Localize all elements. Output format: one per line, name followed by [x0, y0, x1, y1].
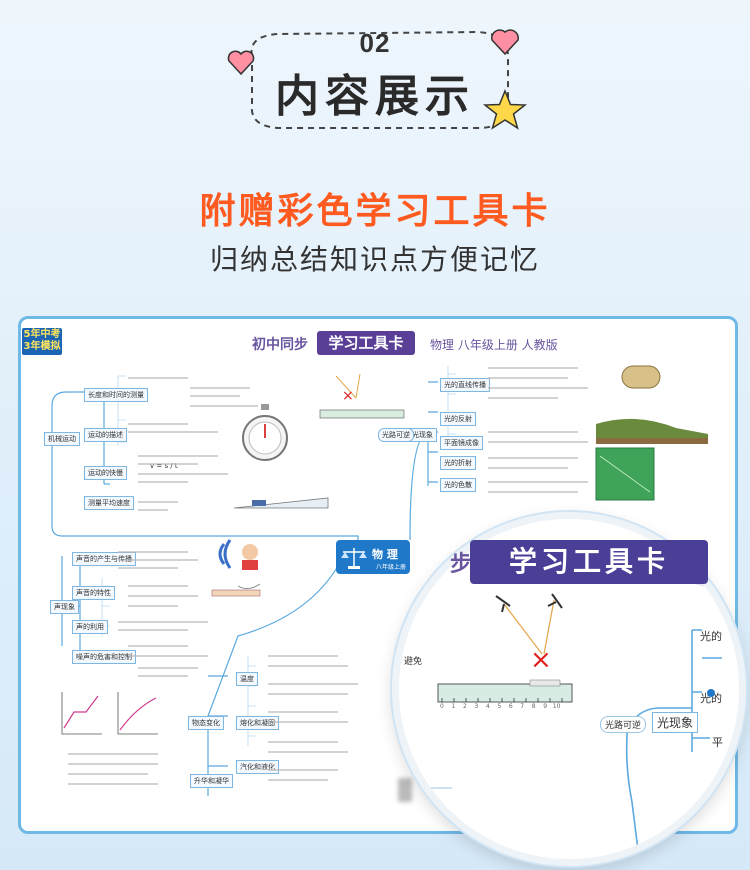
speed-formula: v = s / t	[150, 462, 178, 470]
pinhole-camera-icon	[621, 365, 661, 389]
card-title-prefix: 初中同步	[252, 337, 308, 353]
node-dispersion: 光的色散	[440, 478, 476, 492]
svg-text:×: ×	[342, 388, 354, 404]
card-logo: 5年中考3年模拟	[22, 328, 62, 355]
node-light-reflect: 光的反射	[440, 412, 476, 426]
ruler-vibration-icon	[211, 583, 261, 597]
node-light-path: 光路可逆	[378, 428, 414, 442]
center-node-subtitle: 八年级上册	[376, 564, 407, 571]
magnifier-branch-1: 光的	[700, 630, 722, 643]
branch-dot-icon	[707, 689, 715, 697]
magnifier-title-prefix: 步	[450, 552, 473, 577]
mind-map-detail-lines	[68, 367, 588, 785]
magnifier-avoid-label: 避免	[404, 657, 423, 667]
refraction-scene-icon	[596, 418, 708, 444]
node-light-straight: 光的直线传播	[440, 378, 490, 392]
node-sound-features: 声音的特性	[72, 586, 115, 600]
node-sound-origin: 声音的产生与传播	[72, 552, 136, 566]
svg-text:×: ×	[530, 645, 552, 675]
magnifier-light-path-node: 光路可逆	[600, 716, 647, 733]
blurred-block	[398, 778, 412, 802]
branch-state-change: 物态变化	[188, 716, 224, 730]
heart-icon	[227, 50, 255, 76]
node-noise: 噪声的危害和控制	[72, 650, 136, 664]
node-length-time: 长度和时间的测量	[84, 388, 148, 402]
card-title-badge: 学习工具卡	[317, 331, 415, 355]
node-refraction: 光的折射	[440, 456, 476, 470]
node-sublimation: 升华和凝华	[190, 774, 233, 788]
incline-experiment-icon	[233, 497, 329, 509]
magnifier-contents: ×	[399, 564, 739, 859]
reflection-diagram-icon: ×	[319, 373, 405, 419]
node-avg-speed: 测量平均速度	[84, 496, 134, 510]
stopwatch-icon	[242, 404, 288, 461]
water-tank-icon	[595, 447, 655, 501]
balance-scale-icon	[341, 548, 367, 569]
branch-sound: 声现象	[50, 600, 79, 614]
main-heading: 内容展示	[275, 71, 475, 122]
star-icon	[482, 89, 528, 130]
subtitle: 归纳总结知识点方便记忆	[209, 243, 540, 276]
magnifier-branch-3: 平	[712, 736, 723, 749]
ruler-ticks: 0 1 2 3 4 5 6 7 8 9 10	[440, 703, 561, 710]
node-melting: 熔化和凝固	[236, 716, 279, 730]
temperature-graphs-icon	[61, 692, 158, 735]
node-sound-use: 声的利用	[72, 620, 108, 634]
node-speed: 运动的快慢	[84, 466, 127, 480]
sound-speaker-icon	[218, 539, 258, 570]
node-mirror: 平面镜成像	[440, 436, 483, 450]
center-node-title: 物 理	[372, 548, 398, 561]
card-subject-info: 物理 八年级上册 人教版	[430, 338, 558, 352]
heart-icon	[491, 29, 519, 56]
node-motion-desc: 运动的描述	[84, 428, 127, 442]
highlight-title: 附赠彩色学习工具卡	[199, 191, 551, 232]
magnifier-light-node: 光现象	[652, 712, 699, 733]
branch-machinery: 机械运动	[44, 432, 80, 446]
magnifier-title-badge: 学习工具卡	[470, 540, 708, 584]
node-temperature: 温度	[236, 672, 258, 686]
magnifier-branch-2: 光的	[700, 692, 722, 705]
